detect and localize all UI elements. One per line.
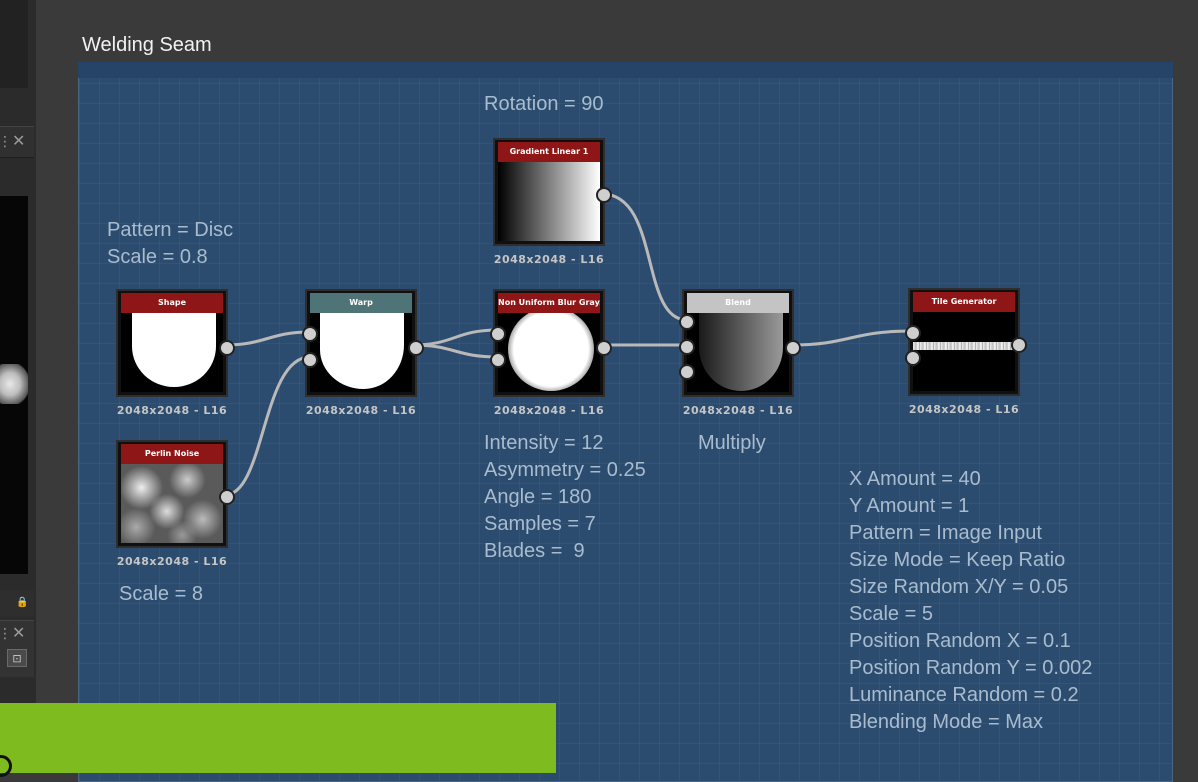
node-perlin-noise[interactable]: Perlin Noise	[116, 440, 235, 548]
input-port[interactable]	[302, 352, 318, 368]
note-line: Scale = 5	[849, 603, 933, 625]
link-blend-tile	[789, 329, 914, 347]
node-thumbnail	[913, 312, 1015, 391]
link-warp-blur-1	[410, 328, 500, 347]
node-resolution: 2048x2048 - L16	[682, 404, 794, 417]
close-icon[interactable]: ✕	[12, 623, 26, 642]
input-port[interactable]	[302, 326, 318, 342]
node-thumbnail	[687, 313, 789, 392]
note-line: Blending Mode = Max	[849, 711, 1044, 733]
node-non-uniform-blur[interactable]: Non Uniform Blur Gray...	[490, 289, 612, 397]
tile-params-note: X Amount = 40 Y Amount = 1 Pattern = Ima…	[849, 466, 1092, 736]
overlay-glyph	[0, 755, 12, 777]
grip-icon[interactable]: ⋮	[0, 626, 12, 642]
input-port[interactable]	[905, 325, 921, 341]
grip-icon[interactable]: ⋮	[0, 134, 12, 150]
note-line: Size Mode = Keep Ratio	[849, 549, 1066, 571]
node-gradient-linear[interactable]: Gradient Linear 1	[493, 138, 612, 246]
note-line: X Amount = 40	[849, 468, 981, 490]
panel-header: ⋮ ✕	[0, 126, 34, 158]
node-blend[interactable]: Blend	[679, 289, 801, 397]
blend-params-note: Multiply	[698, 432, 766, 454]
note-line: Size Random X/Y = 0.05	[849, 576, 1069, 598]
node-tile-generator[interactable]: Tile Generator	[905, 288, 1027, 396]
lock-icon[interactable]: 🔒	[16, 597, 29, 608]
input-port[interactable]	[679, 364, 695, 380]
shape-params-note: Pattern = Disc Scale = 0.8	[107, 217, 233, 271]
node-resolution: 2048x2048 - L16	[908, 403, 1020, 416]
overlay-banner	[0, 703, 556, 777]
viewport-preview	[0, 364, 28, 404]
node-resolution: 2048x2048 - L16	[305, 404, 417, 417]
note-line: Pattern = Disc	[107, 219, 234, 241]
node-thumbnail	[310, 313, 412, 392]
node-warp[interactable]: Warp	[302, 289, 424, 397]
note-line: Position Random X = 0.1	[849, 630, 1071, 652]
rotation-note: Rotation = 90	[484, 93, 604, 115]
link-warp-blur-2	[410, 343, 500, 359]
input-port[interactable]	[490, 326, 506, 342]
perlin-params-note: Scale = 8	[119, 583, 203, 605]
node-thumbnail	[498, 313, 600, 392]
node-shape[interactable]: Shape	[116, 289, 235, 397]
input-port[interactable]	[490, 352, 506, 368]
output-port[interactable]	[408, 340, 424, 356]
note-line: Scale = 0.8	[107, 246, 208, 268]
node-thumbnail	[498, 162, 600, 241]
output-port[interactable]	[785, 340, 801, 356]
close-icon[interactable]: ✕	[12, 131, 26, 150]
viewport-2d[interactable]	[0, 196, 28, 574]
output-port[interactable]	[219, 489, 235, 505]
viewport-toolbar: 🔒	[0, 590, 34, 616]
output-port[interactable]	[1011, 337, 1027, 353]
link-gradient-blend	[600, 192, 688, 322]
output-port[interactable]	[219, 340, 235, 356]
output-port[interactable]	[596, 340, 612, 356]
note-line: Asymmetry = 0.25	[484, 459, 646, 481]
frame-title: Welding Seam	[82, 34, 212, 56]
panel-header-2: ⋮ ✕ ⊡	[0, 620, 34, 677]
node-resolution: 2048x2048 - L16	[493, 253, 605, 266]
node-title: Blend	[687, 293, 789, 313]
note-line: Position Random Y = 0.002	[849, 657, 1093, 679]
node-thumbnail	[121, 464, 223, 543]
node-title: Gradient Linear 1	[498, 142, 600, 162]
node-title: Shape	[121, 293, 223, 313]
node-title: Tile Generator	[913, 292, 1015, 312]
node-title: Warp	[310, 293, 412, 313]
link-shape-warp	[223, 330, 312, 347]
input-port[interactable]	[905, 350, 921, 366]
node-resolution: 2048x2048 - L16	[116, 555, 228, 568]
link-perlin-warp	[223, 355, 312, 497]
blur-params-note: Intensity = 12 Asymmetry = 0.25 Angle = …	[484, 430, 646, 565]
note-line: Blades = 9	[484, 540, 585, 562]
note-line: Luminance Random = 0.2	[849, 684, 1079, 706]
left-panel-top	[0, 0, 28, 88]
view-icon[interactable]: ⊡	[7, 649, 27, 667]
note-line: Intensity = 12	[484, 432, 604, 454]
frame-header-strip	[78, 62, 1173, 78]
node-title: Non Uniform Blur Gray...	[498, 293, 600, 313]
node-resolution: 2048x2048 - L16	[493, 404, 605, 417]
note-line: Samples = 7	[484, 513, 596, 535]
note-line: Pattern = Image Input	[849, 522, 1042, 544]
input-port[interactable]	[679, 314, 695, 330]
graph-frame[interactable]	[78, 62, 1173, 782]
note-line: Angle = 180	[484, 486, 592, 508]
note-line: Y Amount = 1	[849, 495, 970, 517]
node-thumbnail	[121, 313, 223, 392]
output-port[interactable]	[596, 187, 612, 203]
node-resolution: 2048x2048 - L16	[116, 404, 228, 417]
input-port[interactable]	[679, 339, 695, 355]
node-title: Perlin Noise	[121, 444, 223, 464]
